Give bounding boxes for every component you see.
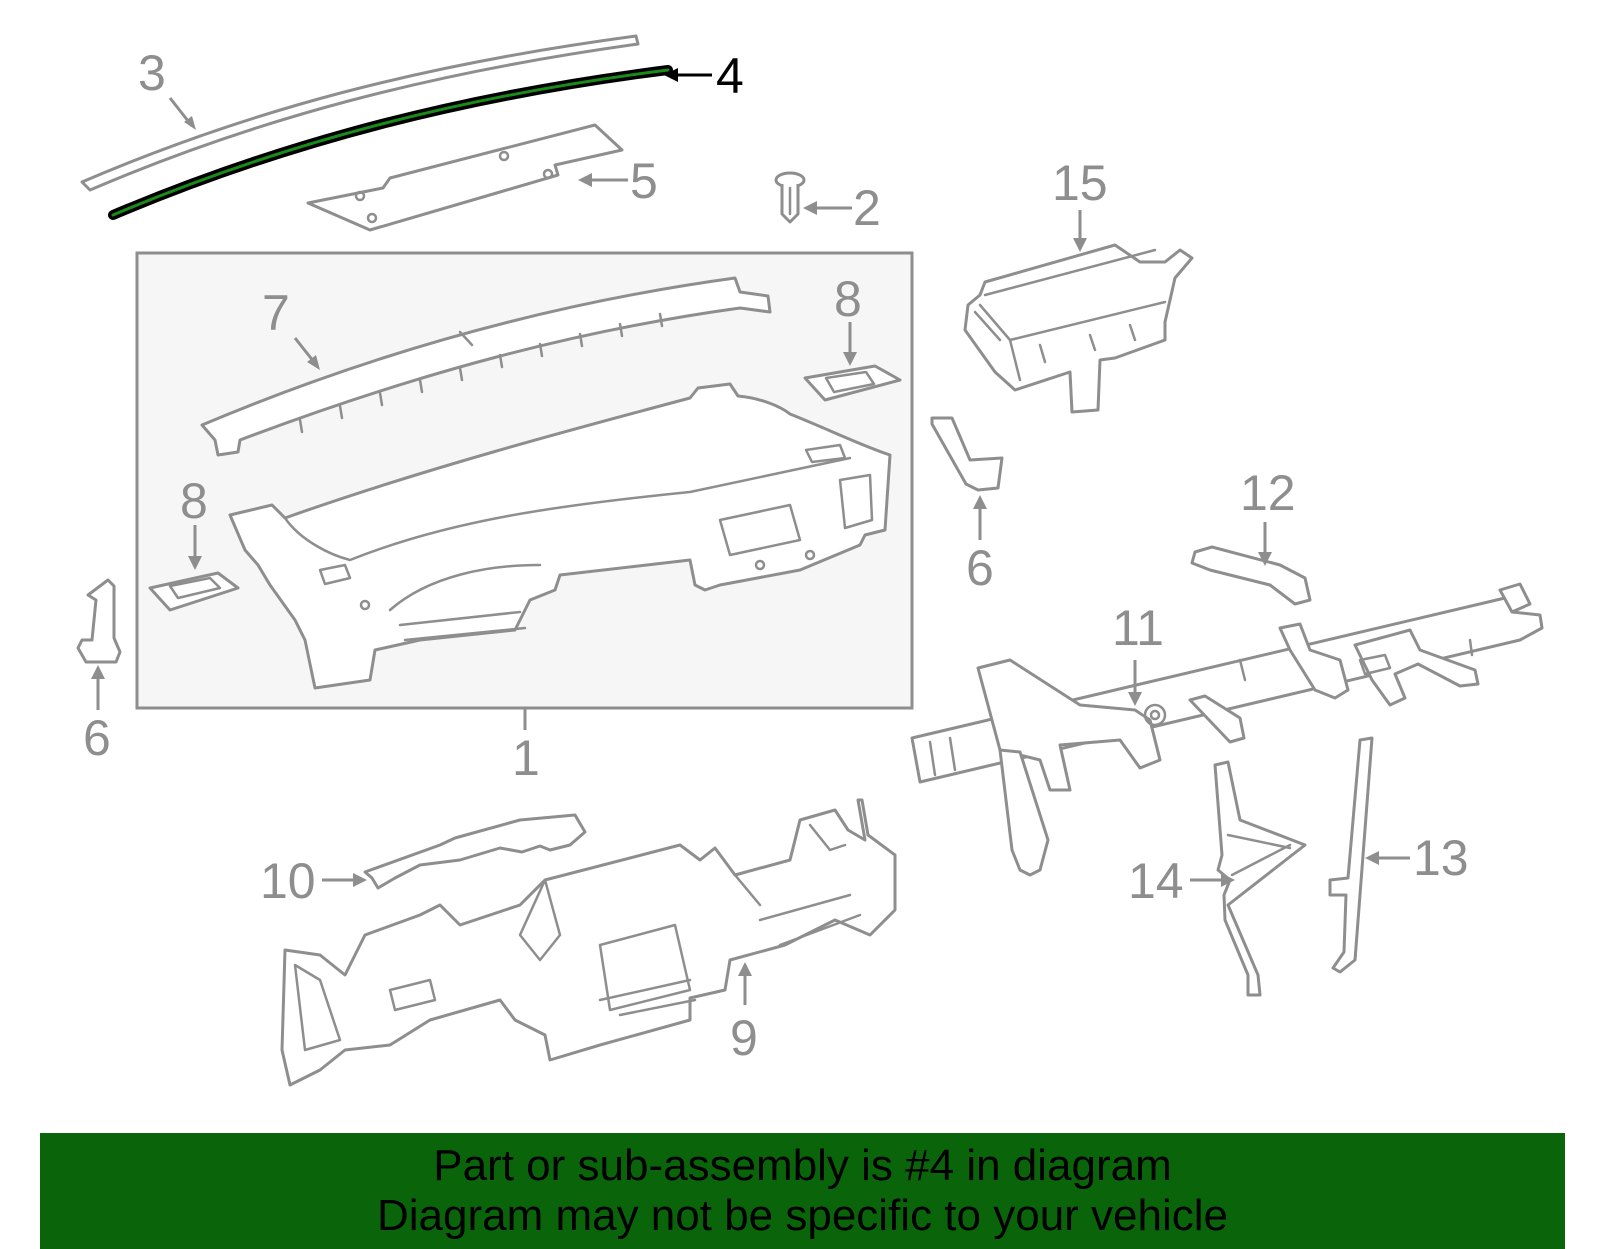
part-10-reinforcement [363,813,587,890]
part-5-plate [306,123,624,232]
callout-14: 14 [1128,853,1184,909]
callout-10: 10 [260,853,316,909]
callout-8-left: 8 [180,473,208,529]
callout-6-left: 6 [83,710,111,766]
callout-5: 5 [630,153,658,209]
part-9-lower-structure [280,798,897,1087]
callout-3: 3 [138,45,166,101]
leader-lines [91,68,1410,1005]
part-12-bracket [1190,545,1312,606]
callout-2: 2 [853,180,881,236]
part-4-seal-highlighted [108,65,673,220]
part-7-top-panel [200,276,772,457]
part-11-support-beam [910,582,1544,877]
callout-12: 12 [1240,465,1296,521]
part-6-left-bracket [76,578,122,664]
part-15-module [963,243,1194,414]
banner-line-2: Diagram may not be specific to your vehi… [376,1191,1229,1240]
info-banner: Part or sub-assembly is #4 in diagram Di… [40,1133,1565,1249]
part-6-right-bracket [930,416,1004,492]
part-1-instrument-panel [228,382,892,690]
callout-13: 13 [1413,830,1469,886]
part-3-molding [80,34,640,192]
callout-8-right: 8 [834,271,862,327]
banner-line-1: Part or sub-assembly is #4 in diagram [433,1141,1172,1190]
part-2-clip [774,171,806,224]
callout-1: 1 [512,730,540,786]
callout-15: 15 [1052,155,1108,211]
callout-7: 7 [262,285,290,341]
callout-11: 11 [1112,600,1164,656]
callout-9: 9 [730,1010,758,1066]
callout-4-highlighted: 4 [716,48,744,104]
part-13-rod [1328,736,1374,974]
callout-6-right: 6 [966,540,994,596]
exploded-parts-diagram: 3 4 5 2 15 7 8 8 6 6 12 11 1 10 9 14 13 [76,34,1544,1087]
part-8-right-pad [803,364,902,402]
part-14-brace [1213,760,1307,997]
